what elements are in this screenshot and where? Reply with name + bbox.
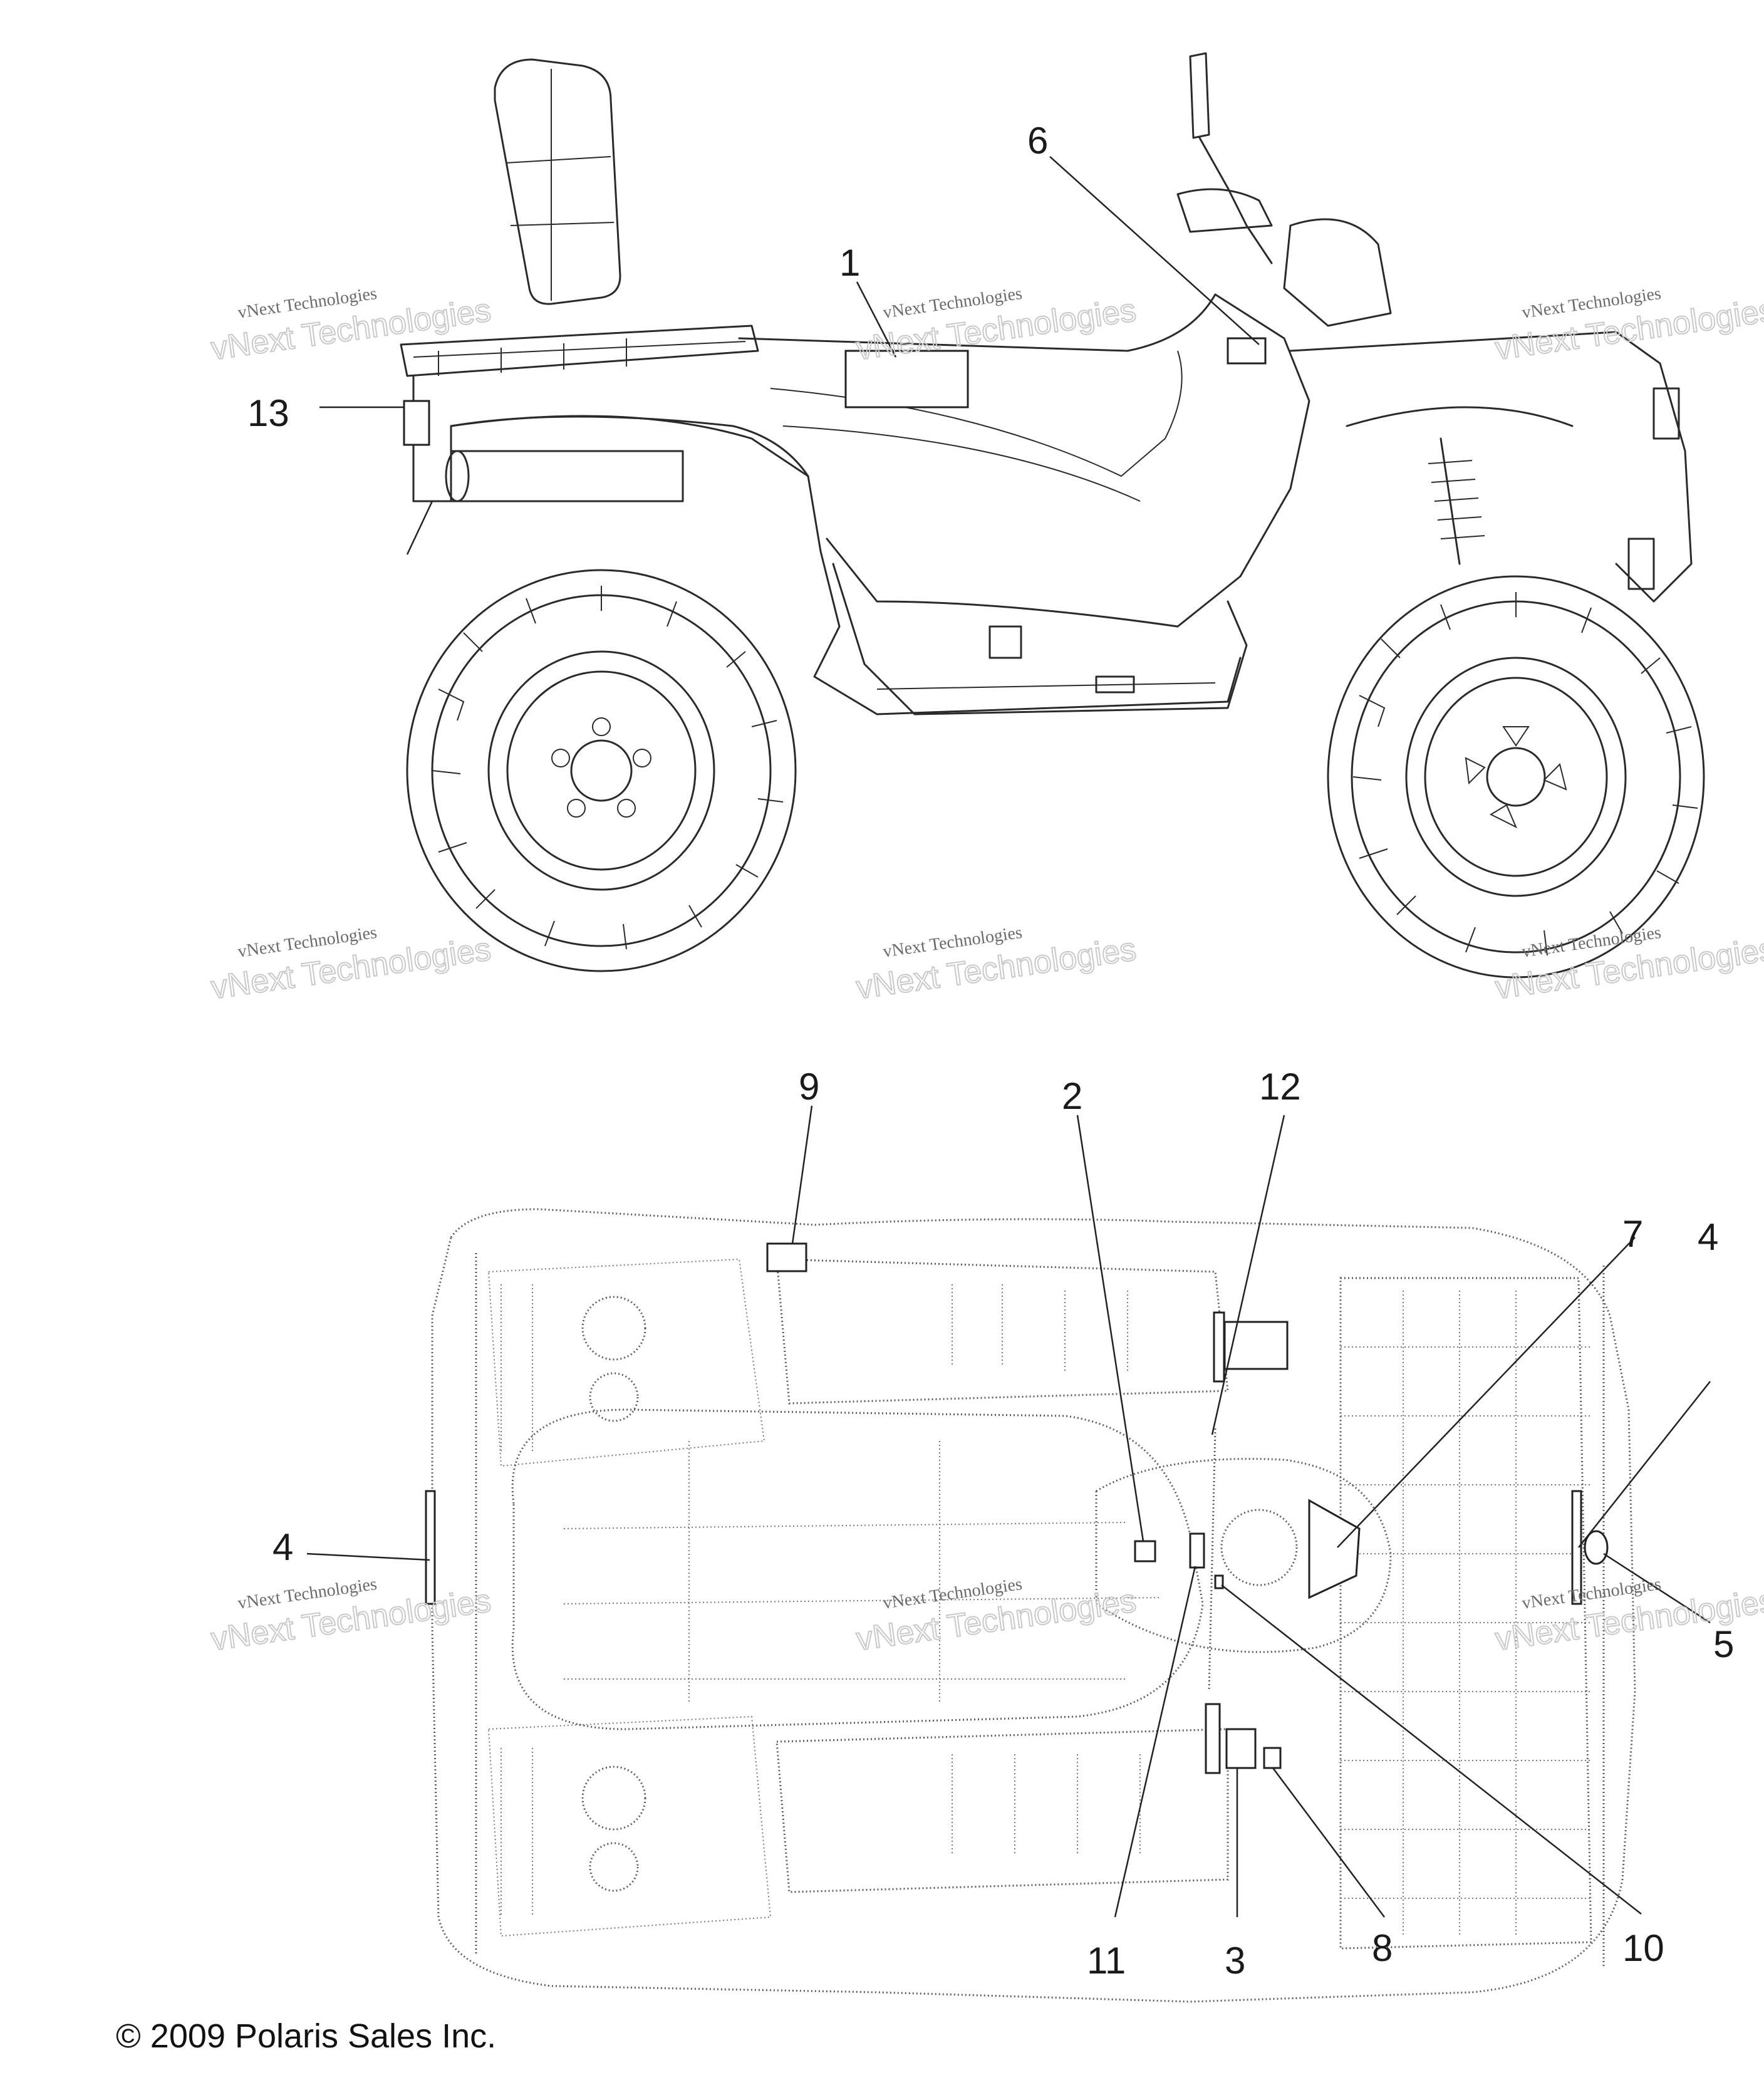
rear-wheel	[406, 569, 797, 972]
callout-4-rear: 4	[272, 1526, 293, 1568]
atv-top-view	[425, 1208, 1636, 2003]
decal-10	[1214, 1574, 1224, 1589]
decal-12b	[1213, 1311, 1225, 1383]
decal-7	[1308, 1499, 1361, 1599]
decal-4-rear	[425, 1490, 436, 1605]
callout-6: 6	[1027, 120, 1048, 162]
decal-9	[766, 1242, 807, 1272]
decal-3b	[1205, 1703, 1221, 1774]
atv-side-view	[400, 52, 1705, 979]
decal-1	[844, 350, 969, 408]
decal-2	[1134, 1540, 1156, 1562]
watermark-group: vNext Technologies vNext Technologies vN…	[208, 284, 1764, 1658]
front-wheel	[1327, 575, 1705, 979]
callout-9: 9	[799, 1066, 819, 1108]
decal-4-front	[1571, 1490, 1582, 1605]
decal-8	[1263, 1747, 1282, 1769]
decal-6	[1227, 337, 1267, 365]
decal-13	[403, 400, 430, 446]
decal-12	[1223, 1321, 1289, 1370]
callout-1: 1	[839, 242, 860, 284]
callout-2: 2	[1062, 1075, 1082, 1117]
callout-8: 8	[1372, 1927, 1393, 1969]
callout-12: 12	[1259, 1066, 1301, 1108]
callout-4-front: 4	[1698, 1216, 1718, 1258]
callout-3: 3	[1225, 1940, 1245, 1982]
callout-13: 13	[247, 392, 289, 434]
callout-5: 5	[1713, 1623, 1734, 1665]
copyright-notice: © 2009 Polaris Sales Inc.	[116, 2017, 496, 2055]
decal-11	[1189, 1532, 1205, 1569]
decal-5	[1584, 1530, 1609, 1565]
callout-10: 10	[1622, 1927, 1664, 1969]
decal-3	[1225, 1728, 1257, 1769]
callout-7: 7	[1622, 1213, 1643, 1255]
callout-11: 11	[1087, 1940, 1126, 1982]
